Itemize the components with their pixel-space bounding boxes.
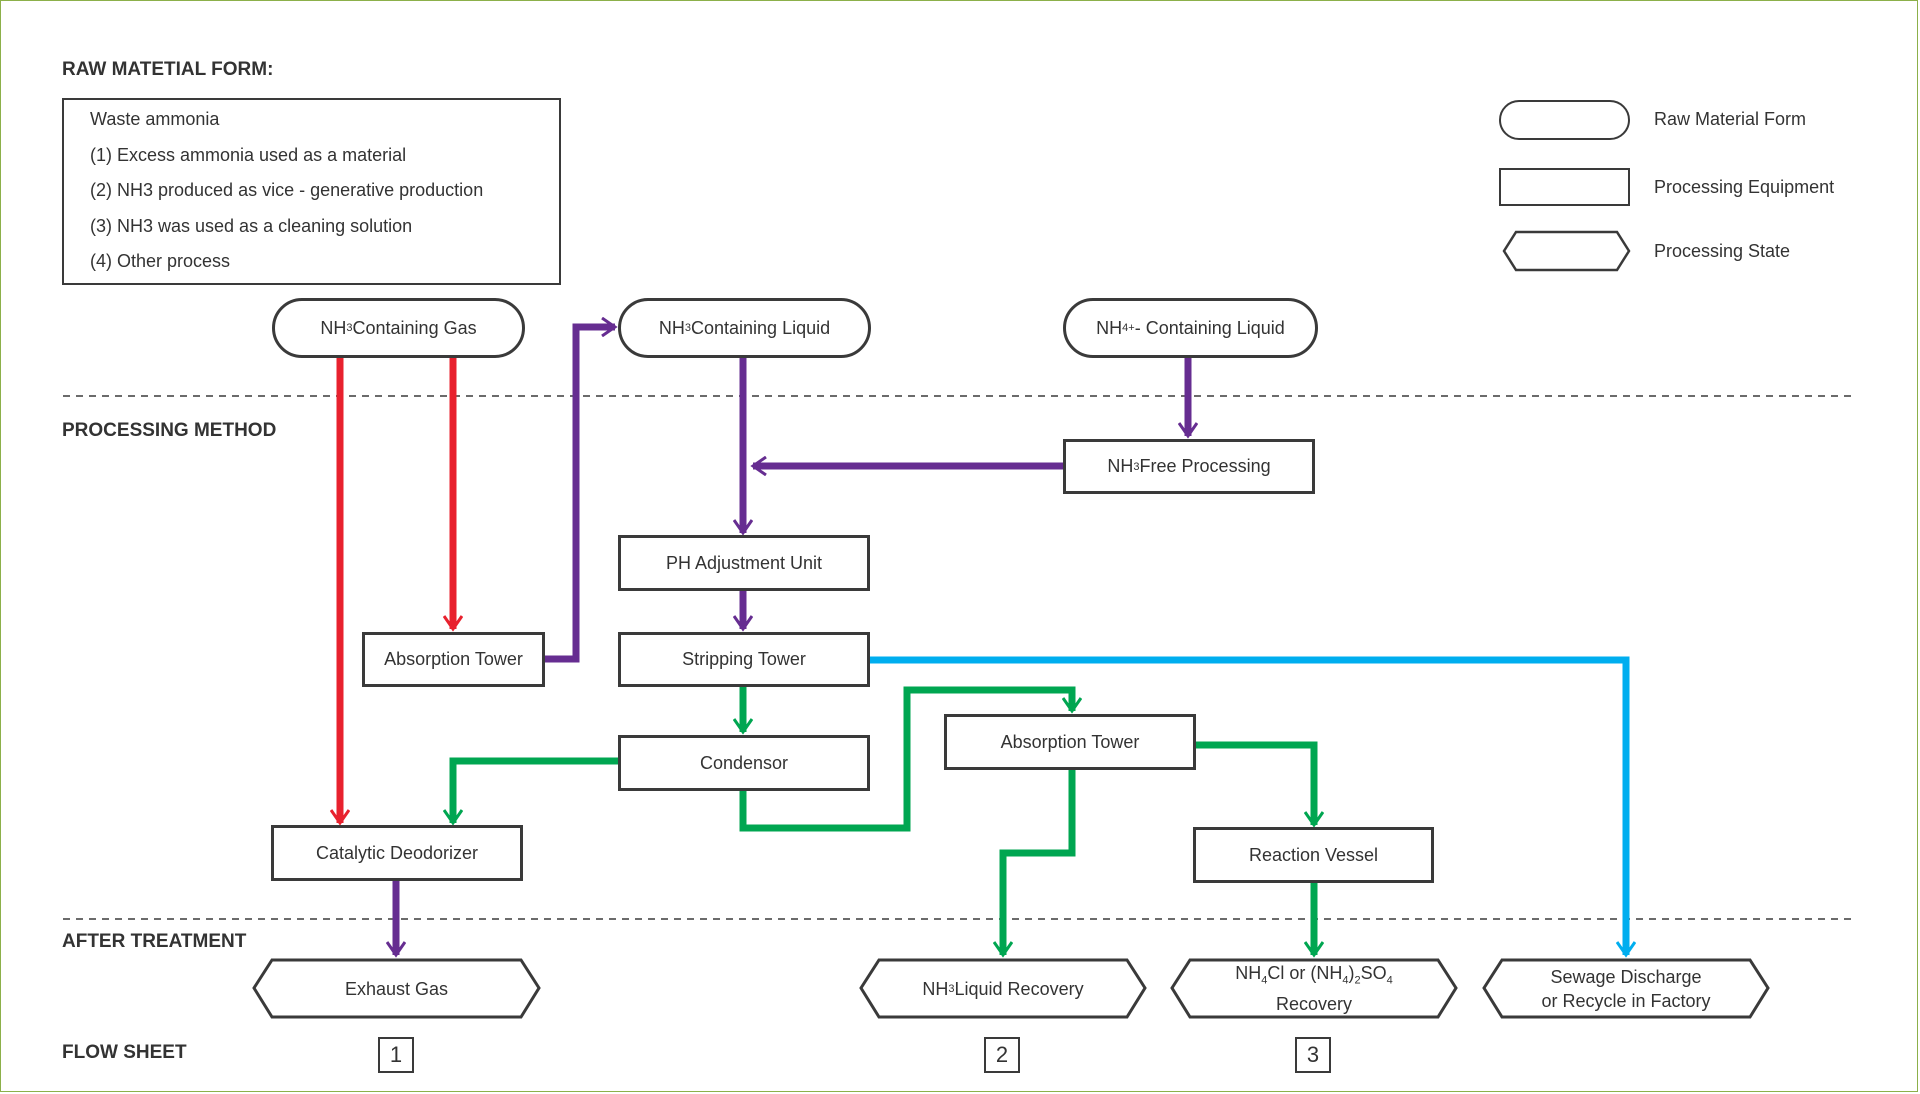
connector-stripping-to-sewage [869,656,1626,955]
sewage-line-1: Sewage Discharge [1550,966,1702,987]
node-ph-adjustment-unit: PH Adjustment Unit [618,535,870,591]
node-exhaust-gas: Exhaust Gas [344,978,449,999]
node-absorption-tower-right: Absorption Tower [944,714,1196,770]
section-title-after-treatment: AFTER TREATMENT [62,931,247,952]
node-condensor: Condensor [618,735,870,791]
node-stripping-tower: Stripping Tower [618,632,870,687]
waste-ammonia-item-2: (2) NH3 produced as vice - generative pr… [90,180,484,200]
flow-number-2: 2 [984,1037,1020,1073]
hex-exhaust-gas [252,958,541,1019]
node-sewage-discharge: Sewage Discharge or Recycle in Factory [1484,960,1768,1017]
node-salt-recovery: NH4Cl or (NH4)2SO4 Recovery [1172,960,1456,1017]
salt-recovery-formula: NH4Cl or (NH4)2SO4 [1235,962,1393,987]
flow-number-3: 3 [1295,1037,1331,1073]
node-reaction-vessel: Reaction Vessel [1193,827,1434,883]
section-title-raw-material: RAW MATETIAL FORM: [62,59,274,80]
flow-number-1: 1 [378,1037,414,1073]
connector-absorption-right-to-reaction [1195,741,1314,825]
hex-liquid-recovery [859,958,1147,1019]
waste-ammonia-item-3: (3) NH3 was used as a cleaning solution [90,215,413,236]
node-catalytic-deodorizer: Catalytic Deodorizer [271,825,523,881]
connector-absorption-right-to-liquid-recovery [1003,769,1076,955]
legend-label-raw-material: Raw Material Form [1654,109,1807,129]
legend-label-processing-state: Processing State [1654,241,1791,261]
node-absorption-tower-left: Absorption Tower [362,632,545,687]
waste-ammonia-item-1: (1) Excess ammonia used as a material [90,144,407,165]
waste-ammonia-title: Waste ammonia [90,109,220,129]
connector-absorption-left-to-liquid [544,327,615,663]
legend-hex-shape [1502,230,1631,272]
waste-ammonia-item-4: (4) Other process [90,251,231,271]
connector-condensor-to-catalytic [453,757,618,823]
legend-pill-shape [1499,100,1630,140]
legend-label-processing-equipment: Processing Equipment [1654,177,1835,197]
section-title-processing: PROCESSING METHOD [62,420,277,441]
section-title-flow-sheet: FLOW SHEET [62,1042,187,1063]
salt-recovery-label: Recovery [1275,994,1353,1015]
sewage-line-2: or Recycle in Factory [1541,990,1711,1011]
hex-salt-recovery [1170,958,1458,1019]
waste-ammonia-box: Waste ammonia (1) Excess ammonia used as… [62,98,561,285]
hex-sewage [1482,958,1770,1019]
legend-rect-shape [1499,168,1630,206]
connector-condensor-to-absorption-right [739,686,1072,832]
